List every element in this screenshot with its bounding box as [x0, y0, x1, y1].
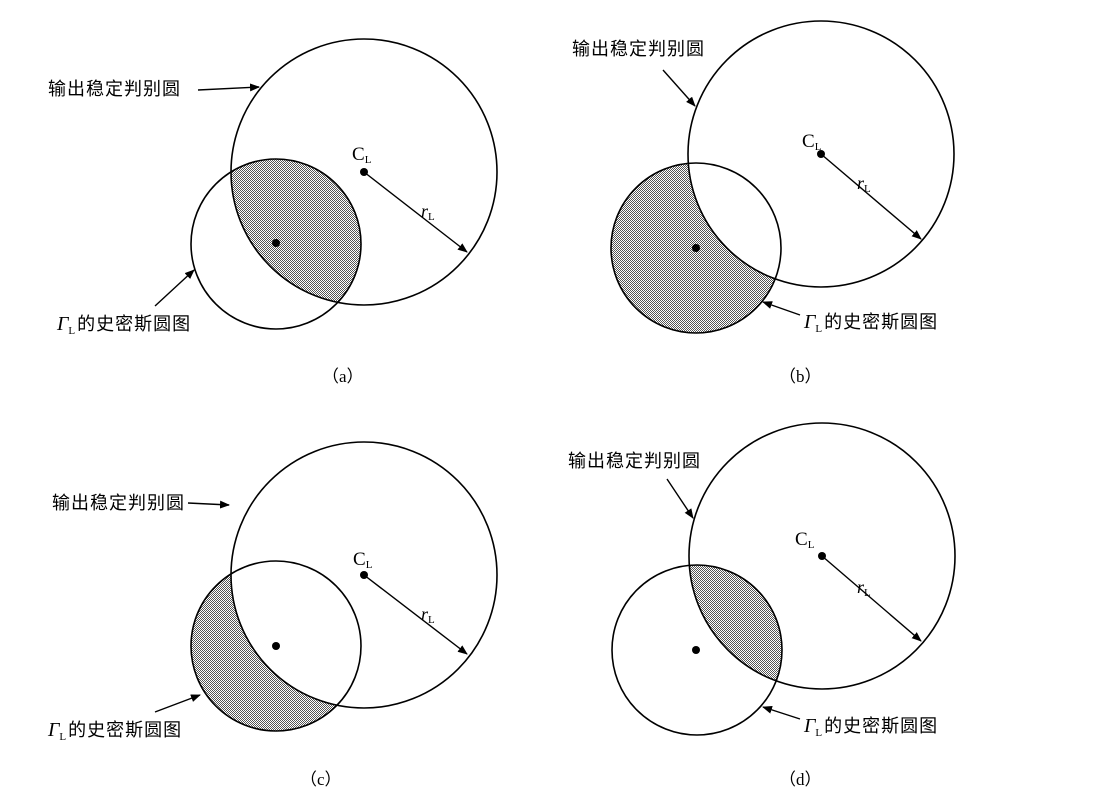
panel-c-smith-label-arrow [154, 694, 201, 713]
center-subscript: L [365, 559, 373, 571]
panel-c-origin-dot [272, 642, 280, 650]
panel-a-radius-label: rL [421, 201, 435, 227]
radius-subscript: L [428, 211, 435, 223]
radius-subscript: L [428, 614, 435, 626]
center-subscript: L [814, 141, 822, 153]
gamma-symbol: Γ [48, 719, 60, 741]
panel-a-radius-arrow [363, 171, 468, 253]
panel-a-origin-dot [272, 239, 280, 247]
center-letter: C [352, 144, 365, 165]
center-subscript: L [364, 154, 372, 166]
gamma-subscript: L [68, 325, 76, 337]
panel-b-stability-circle-label: 输出稳定判别圆 [572, 39, 705, 60]
gamma-subscript: L [59, 731, 67, 743]
panel-d-radius-arrow [821, 555, 922, 642]
smith-chart-text: 的史密斯圆图 [824, 716, 939, 737]
panel-b-stability-label-arrow [662, 69, 696, 107]
smith-chart-text: 的史密斯圆图 [77, 314, 192, 335]
gamma-subscript: L [815, 323, 823, 335]
panel-d-caption: （d） [779, 770, 822, 789]
panel-b-stability-circle [687, 20, 955, 288]
center-letter: C [353, 549, 366, 570]
panel-c-stability-circle-label: 输出稳定判别圆 [52, 493, 185, 514]
panel-b-radius-label: rL [857, 173, 871, 199]
gamma-symbol: Γ [804, 311, 816, 333]
smith-chart-text: 的史密斯圆图 [68, 720, 183, 741]
panel-b-caption: （b） [779, 367, 822, 386]
smith-chart-text: 的史密斯圆图 [824, 312, 939, 333]
panel-b-radius-arrow [820, 153, 922, 240]
panel-b-smith-label-arrow [762, 301, 801, 316]
panel-d [611, 422, 956, 736]
panel-c [154, 441, 498, 732]
center-subscript: L [807, 539, 815, 551]
radius-letter: r [857, 173, 865, 193]
panel-c-smith-chart-circle [190, 560, 362, 732]
panel-a-center-label: CL [352, 145, 371, 170]
panel-a-caption: （a） [322, 367, 364, 386]
panel-d-center-label: CL [795, 530, 814, 555]
gamma-symbol: Γ [804, 715, 816, 737]
panel-a-stability-label-arrow [197, 83, 260, 92]
panel-b-center-label: CL [802, 132, 821, 157]
panel-d-smith-label-arrow [762, 705, 801, 720]
panel-b-origin-dot [692, 244, 700, 252]
panel-d-stability-label-arrow [666, 478, 694, 519]
panel-d-smith-chart-circle [611, 564, 783, 736]
panel-a-smith-chart-circle [190, 158, 362, 330]
panel-c-radius-arrow [363, 574, 468, 655]
panel-c-radius-label: rL [421, 604, 435, 630]
panel-d-stability-circle [688, 422, 956, 690]
gamma-symbol: Γ [57, 313, 69, 335]
panel-a-stability-circle-label: 输出稳定判别圆 [48, 79, 181, 100]
center-letter: C [795, 529, 808, 550]
panel-d-stability-circle-label: 输出稳定判别圆 [568, 451, 701, 472]
radius-letter: r [857, 577, 865, 597]
panel-d-origin-dot [692, 646, 700, 654]
center-letter: C [802, 131, 815, 152]
panel-b-smith-chart-circle [610, 162, 782, 334]
panel-c-stability-label-arrow [187, 500, 230, 509]
radius-subscript: L [864, 587, 871, 599]
panel-b [610, 20, 955, 334]
panel-c-stability-circle [230, 441, 498, 709]
radius-subscript: L [864, 183, 871, 195]
gamma-subscript: L [815, 727, 823, 739]
panel-a-smith-label-arrow [154, 269, 195, 307]
panel-a [154, 38, 498, 330]
panel-c-center-label: CL [353, 550, 372, 575]
radius-letter: r [421, 604, 429, 624]
radius-letter: r [421, 201, 429, 221]
panel-c-caption: （c） [300, 770, 342, 789]
panel-d-radius-label: rL [857, 577, 871, 603]
